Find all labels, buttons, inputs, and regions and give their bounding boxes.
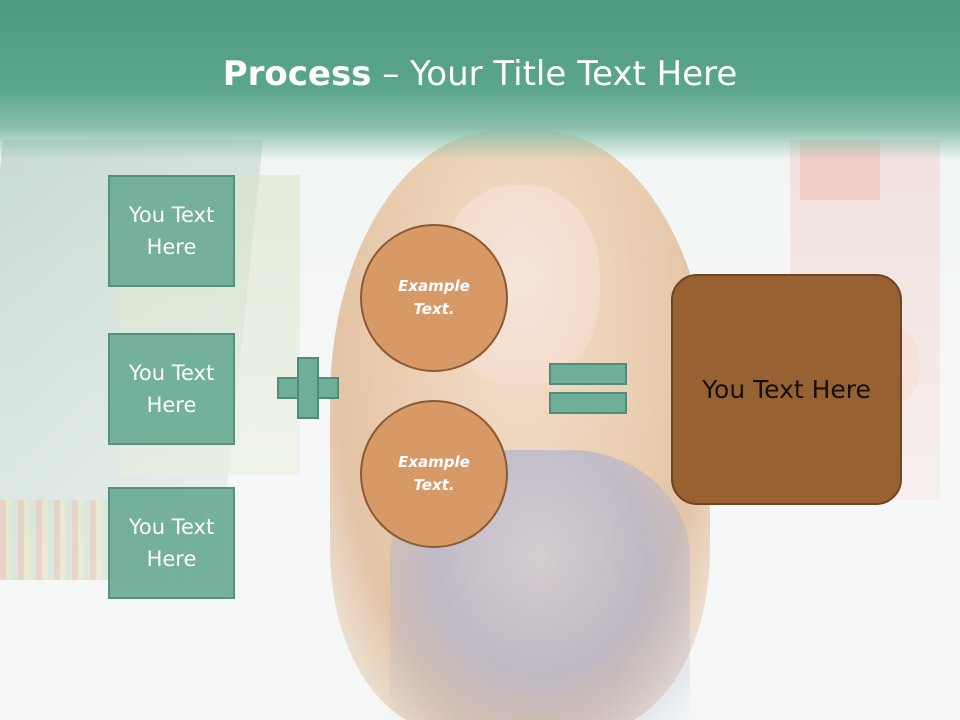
left-box-3-line2: Here bbox=[146, 547, 197, 571]
circle-bottom-line2: Text. bbox=[413, 476, 455, 494]
equals-top-bar[interactable] bbox=[549, 363, 627, 385]
plus-icon[interactable] bbox=[277, 357, 339, 419]
circle-bottom-line1: Example bbox=[398, 453, 470, 471]
left-box-2-line2: Here bbox=[146, 393, 197, 417]
result-label: You Text Here bbox=[702, 375, 871, 404]
left-box-1-line2: Here bbox=[146, 235, 197, 259]
plus-center bbox=[299, 379, 317, 397]
left-box-3-line1: You Text bbox=[128, 515, 215, 539]
title-bold: Process bbox=[222, 54, 372, 94]
result-box[interactable]: You Text Here bbox=[671, 274, 902, 505]
circle-top-line1: Example bbox=[398, 277, 470, 295]
left-box-1-line1: You Text bbox=[128, 203, 215, 227]
equals-bottom-bar[interactable] bbox=[549, 392, 627, 414]
slide-title[interactable]: Process – Your Title Text Here bbox=[0, 52, 960, 96]
header-band bbox=[0, 0, 960, 160]
left-box-2-line1: You Text bbox=[128, 361, 215, 385]
circle-top-line2: Text. bbox=[413, 300, 455, 318]
title-rest: – Your Title Text Here bbox=[371, 54, 738, 94]
